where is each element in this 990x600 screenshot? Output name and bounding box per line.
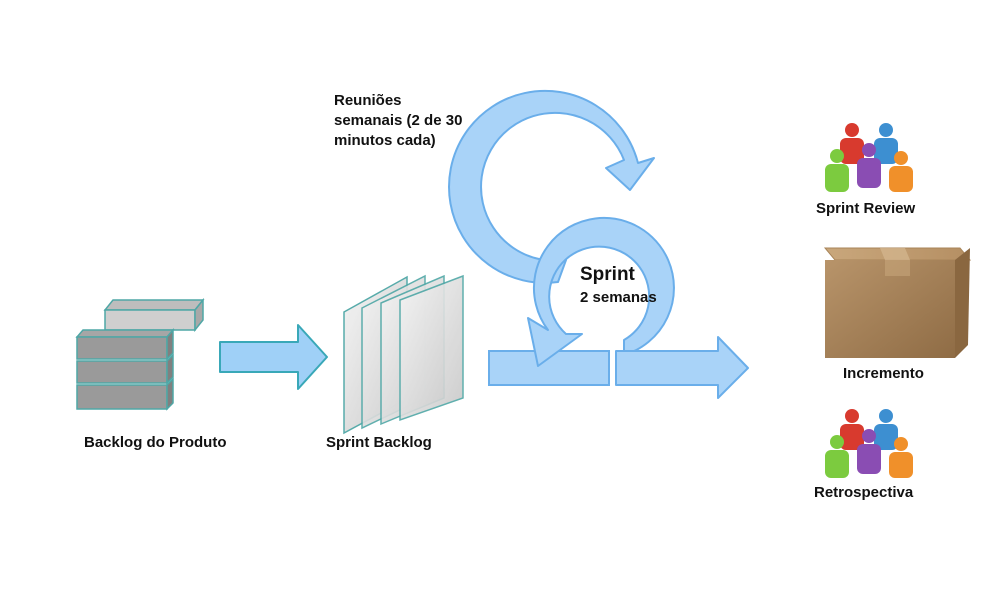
meetings-label: Reuniões semanais (2 de 30 minutos cada) [334, 91, 462, 151]
product-backlog-label: Backlog do Produto [84, 434, 227, 451]
meetings-label-line-3: minutos cada) [334, 132, 436, 149]
retrospective-team-icon [825, 409, 913, 478]
sprint-review-label: Sprint Review [816, 200, 916, 217]
retrospective-label: Retrospectiva [814, 484, 914, 501]
product-backlog-stack-icon [75, 297, 205, 411]
sprint-duration: 2 semanas [580, 289, 657, 306]
increment-box-icon [823, 247, 972, 358]
sprint-backlog-sheets-icon [343, 274, 464, 435]
sprint-backlog-label: Sprint Backlog [326, 434, 432, 451]
flow-arrow-backlog-to-sprint-backlog [219, 324, 328, 390]
sprint-review-team-icon [825, 123, 913, 192]
sprint-loop-arrow [488, 216, 749, 399]
increment-label: Incremento [843, 365, 924, 382]
meetings-label-line-2: semanais (2 de 30 [334, 112, 463, 129]
meetings-label-line-1: Reuniões [334, 92, 402, 109]
sprint-title: Sprint [580, 264, 635, 285]
meeting-loop-arrow [448, 89, 655, 284]
